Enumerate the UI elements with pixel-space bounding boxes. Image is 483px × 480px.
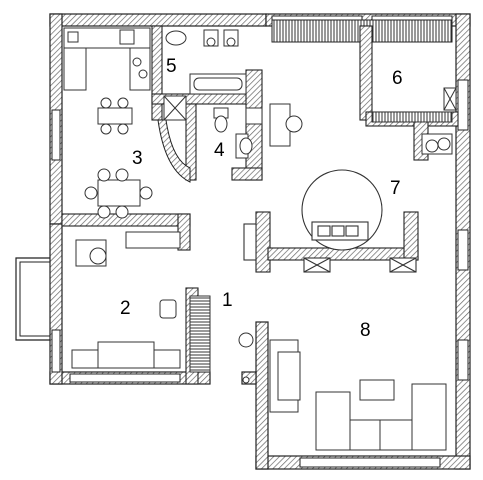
room-label-2: 2 bbox=[120, 298, 131, 319]
room6-furniture bbox=[371, 87, 457, 155]
round-bed bbox=[243, 169, 417, 273]
office-furniture bbox=[71, 231, 211, 373]
room-labels: 1 2 3 4 5 6 7 8 bbox=[120, 56, 403, 341]
room-label-3: 3 bbox=[132, 148, 143, 169]
room-label-7: 7 bbox=[390, 178, 401, 199]
dining-table bbox=[84, 168, 153, 219]
room-label-4: 4 bbox=[214, 140, 225, 161]
living-furniture bbox=[238, 332, 447, 451]
small-table bbox=[97, 97, 133, 135]
plant-icon bbox=[425, 137, 451, 153]
balcony bbox=[15, 257, 50, 341]
bathroom bbox=[163, 29, 247, 121]
kitchen bbox=[63, 27, 151, 91]
room-label-8: 8 bbox=[360, 320, 371, 341]
room-label-1: 1 bbox=[222, 290, 233, 311]
room-label-6: 6 bbox=[392, 68, 403, 89]
room-label-5: 5 bbox=[166, 56, 177, 77]
curved-partition bbox=[157, 119, 191, 183]
wc-room bbox=[213, 103, 303, 159]
